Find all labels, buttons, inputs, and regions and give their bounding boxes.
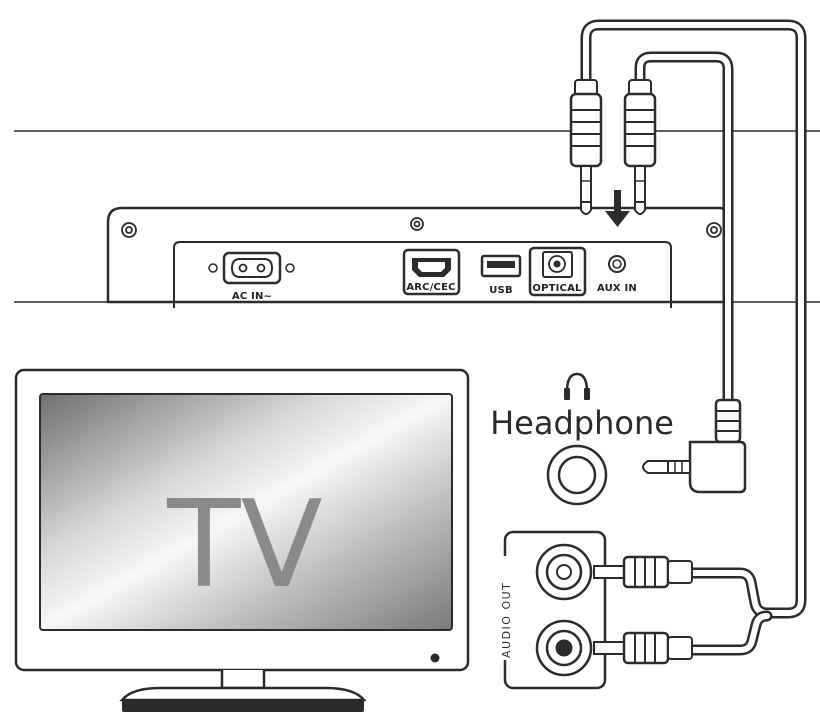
power-led <box>430 653 440 663</box>
aux-in-label: AUX IN <box>597 283 637 294</box>
arrow-down-icon <box>605 190 630 227</box>
soundbar: AC IN~ ARC/CEC USB OPTICAL AUX IN <box>106 206 729 308</box>
tv-label: TV <box>166 476 322 615</box>
aux-plug-right <box>623 79 657 215</box>
ac-in-label: AC IN~ <box>232 291 272 302</box>
cable <box>580 19 807 656</box>
rca-jack-red <box>535 619 593 677</box>
screw-icon <box>121 217 722 238</box>
headphone-plug <box>642 398 747 494</box>
rca-jack-white <box>535 543 593 601</box>
hdmi-arc-port: ARC/CEC <box>402 248 461 296</box>
headphone-jack <box>546 444 608 506</box>
rca-plug-bottom <box>593 631 693 665</box>
usb-label: USB <box>489 285 513 296</box>
headphone-label: Headphone <box>490 404 674 442</box>
optical-port: OPTICAL <box>528 246 587 297</box>
usb-port: USB <box>480 254 522 296</box>
aux-plug-left <box>569 79 603 215</box>
audio-out-panel: AUDIO OUT <box>497 530 607 690</box>
aux-in-port: AUX IN <box>597 255 637 294</box>
rca-plug-top <box>593 555 693 589</box>
audio-out-label: AUDIO OUT <box>500 582 513 658</box>
arc-cec-label: ARC/CEC <box>406 282 455 293</box>
headphone-section: Headphone <box>490 372 674 506</box>
headphone-icon <box>564 372 590 400</box>
optical-label: OPTICAL <box>532 283 582 294</box>
ac-in-port: AC IN~ <box>208 251 295 302</box>
tv: TV <box>14 368 470 712</box>
